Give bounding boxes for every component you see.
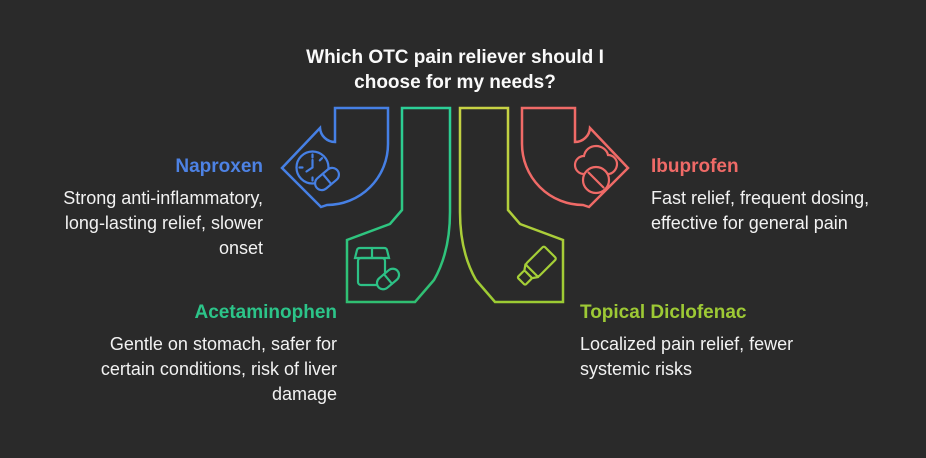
naproxen-arrow	[280, 106, 390, 209]
decision-arrows-graphic	[280, 106, 630, 304]
option-naproxen-description: Strong anti-inflammatory, long-lasting r…	[63, 188, 263, 258]
option-naproxen: Naproxen Strong anti-inflammatory, long-…	[31, 156, 263, 261]
option-acetaminophen-title: Acetaminophen	[194, 302, 337, 323]
ibuprofen-arrow	[520, 106, 630, 209]
title-line-1: Which OTC pain reliever should I	[306, 47, 604, 68]
clock-pill-icon	[295, 150, 341, 192]
option-topical-diclofenac-title: Topical Diclofenac	[580, 302, 747, 323]
topical-tube-icon	[516, 245, 557, 286]
option-naproxen-title: Naproxen	[175, 156, 263, 177]
option-acetaminophen: Acetaminophen Gentle on stomach, safer f…	[87, 302, 337, 407]
option-ibuprofen-title: Ibuprofen	[651, 156, 739, 177]
page-title: Which OTC pain reliever should I choose …	[0, 45, 918, 95]
option-acetaminophen-description: Gentle on stomach, safer for certain con…	[100, 334, 337, 404]
diclofenac-arrow	[458, 106, 565, 304]
capsule-icon	[375, 267, 401, 291]
title-line-2: choose for my needs?	[354, 72, 556, 93]
acetaminophen-arrow	[345, 106, 452, 304]
option-topical-diclofenac-description: Localized pain relief, fewer systemic ri…	[580, 334, 794, 379]
cloud-tablet-icon	[573, 144, 619, 195]
option-ibuprofen: Ibuprofen Fast relief, frequent dosing, …	[651, 156, 901, 236]
option-topical-diclofenac: Topical Diclofenac Localized pain relief…	[580, 302, 830, 382]
option-ibuprofen-description: Fast relief, frequent dosing, effective …	[651, 188, 870, 233]
medicine-box-icon	[353, 246, 401, 291]
